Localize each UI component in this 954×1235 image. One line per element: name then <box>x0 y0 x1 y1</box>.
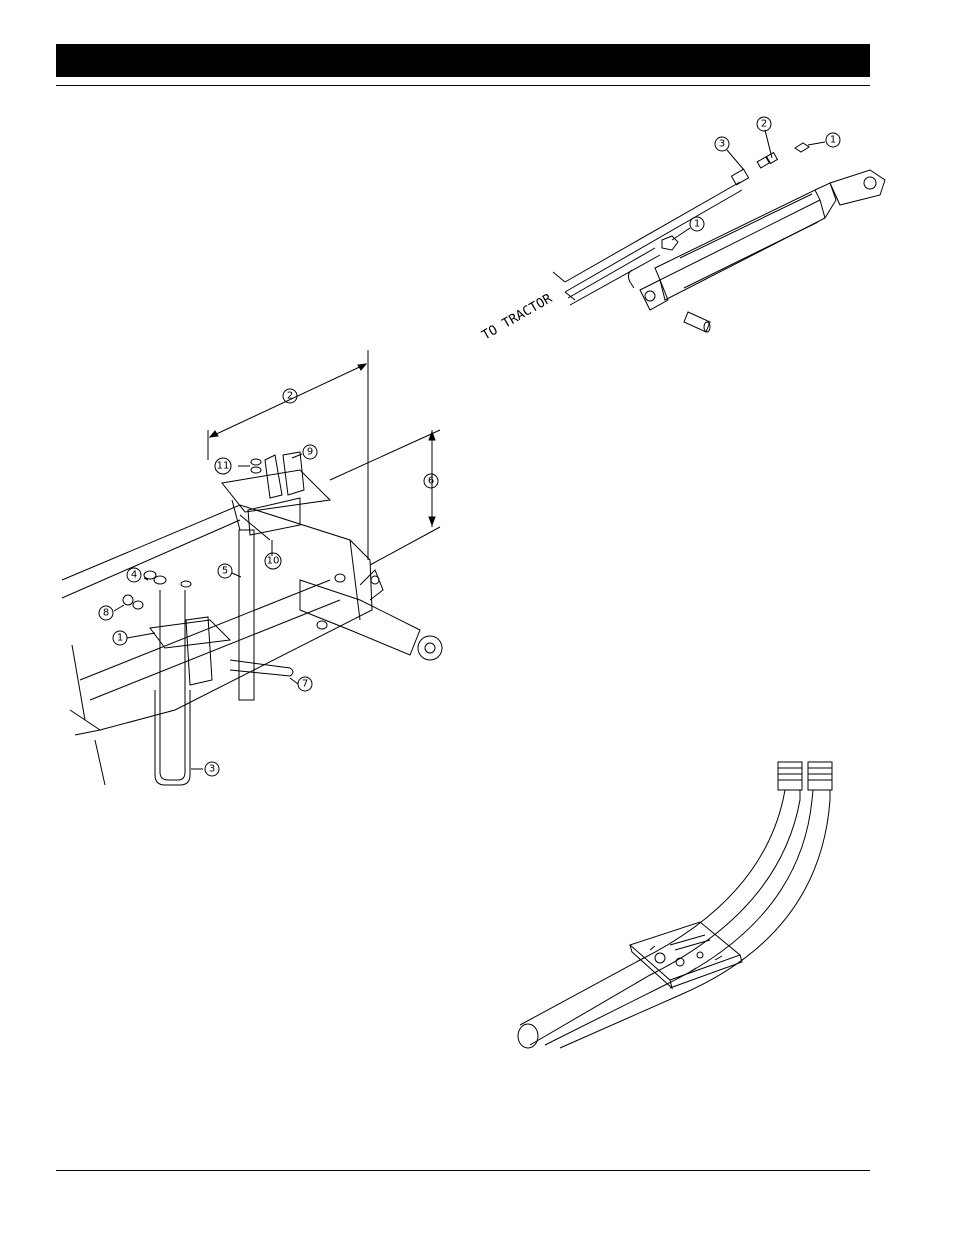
frame-assembly-diagram <box>62 350 442 785</box>
hose-holder-diagram <box>518 762 832 1048</box>
frame-callout-11-number: 11 <box>217 461 230 472</box>
frame-callout-2-number: 2 <box>287 391 293 402</box>
frame-callout-8-number: 8 <box>103 608 109 619</box>
hydraulic-callout-1b-number: 1 <box>694 219 700 230</box>
hydraulic-callout-3-number: 3 <box>719 139 725 150</box>
frame-callout-10-number: 10 <box>267 556 280 567</box>
frame-callout-9-number: 9 <box>307 447 313 458</box>
frame-callout-4-number: 4 <box>131 570 137 581</box>
frame-callout-1-number: 1 <box>117 633 123 644</box>
to-tractor-label: TO TRACTOR <box>480 291 555 343</box>
frame-callout-5-number: 5 <box>222 566 228 577</box>
frame-callout-6-number: 6 <box>428 476 434 487</box>
hydraulic-callout-2-number: 2 <box>761 119 767 130</box>
frame-callout-3-number: 3 <box>209 764 215 775</box>
frame-callout-7-number: 7 <box>302 679 308 690</box>
hydraulic-callout-1a-number: 1 <box>830 135 836 146</box>
